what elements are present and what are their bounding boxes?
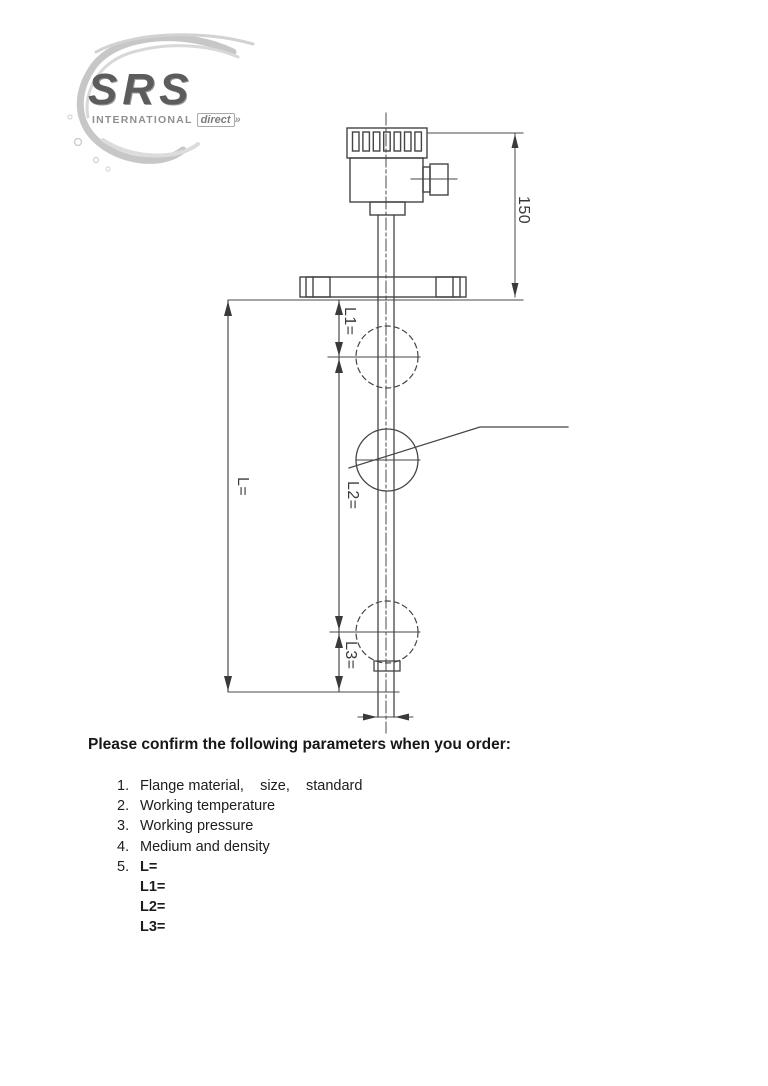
item-text: L= <box>140 858 158 875</box>
list-sub-item: L3= <box>140 919 362 939</box>
float-center-lines <box>327 356 421 633</box>
flange-bolt-left <box>305 276 331 298</box>
item-text: Medium and density <box>140 838 270 855</box>
dim-L2-label: L2= <box>344 481 361 510</box>
list-item: 2. Working temperature <box>117 798 362 818</box>
list-item: 1. Flange material, size, standard <box>117 778 362 798</box>
list-item: 3. Working pressure <box>117 818 362 838</box>
item-number: 2. <box>117 798 130 815</box>
item-number: 1. <box>117 778 130 794</box>
item-number: 5. <box>117 858 130 875</box>
logo-srs-text: SRS <box>88 65 194 114</box>
water-splash-graphic <box>67 33 255 172</box>
head-neck <box>369 201 406 216</box>
flange-bolt-right <box>435 276 461 298</box>
extension-lines <box>227 132 524 693</box>
dim-150-label: 150 <box>515 196 532 224</box>
dim-L1-label: L1= <box>341 307 358 336</box>
stop-collar <box>373 660 401 672</box>
logo-direct-text: direct <box>196 113 235 127</box>
sub-item-text: L1= <box>140 878 166 895</box>
dim-L3-label: L3= <box>342 641 359 670</box>
terminal-head <box>346 127 458 216</box>
stem-tube <box>377 214 395 718</box>
dimension-150: 150 <box>511 133 532 298</box>
list-sub-item: L2= <box>140 899 362 919</box>
list-item: 5. L= <box>117 859 362 879</box>
flange <box>299 276 467 298</box>
item-number: 4. <box>117 838 130 855</box>
logo-chevron-icon: » <box>234 114 241 126</box>
list-sub-item: L1= <box>140 879 362 899</box>
dim-L-label: L= <box>234 477 251 496</box>
sub-item-text: L2= <box>140 899 166 916</box>
leader-line <box>348 426 569 469</box>
item-text: Flange material, size, standard <box>140 778 363 794</box>
dimension-L: L= <box>224 300 251 692</box>
item-number: 3. <box>117 818 130 835</box>
list-item: 4. Medium and density <box>117 839 362 859</box>
tube-diameter-dimension <box>357 713 414 721</box>
order-instructions-title: Please confirm the following parameters … <box>88 736 511 753</box>
logo-international-text: INTERNATIONAL <box>92 114 193 126</box>
item-text: Working temperature <box>140 798 276 815</box>
order-parameter-list: 1. Flange material, size, standard 2. Wo… <box>117 778 362 940</box>
dimension-L1-L2-L3: L1= L2= L3= <box>335 300 361 692</box>
item-text: Working pressure <box>140 818 254 835</box>
sub-item-text: L3= <box>140 919 166 936</box>
